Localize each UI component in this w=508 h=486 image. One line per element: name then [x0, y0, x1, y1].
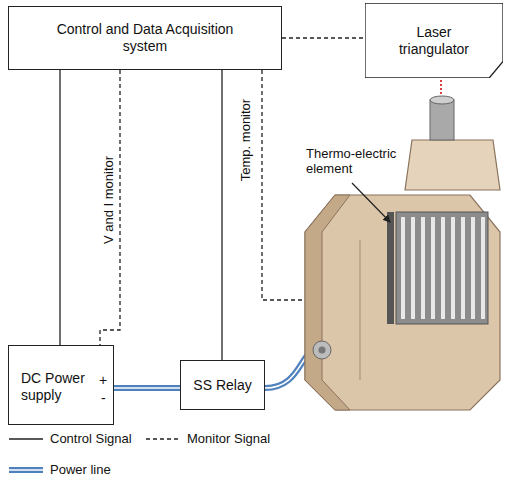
legend-sample [8, 434, 44, 444]
legend-line [9, 438, 43, 439]
legend-power-outer [9, 467, 43, 473]
device-body [305, 195, 500, 410]
part-label: Thermo-electric element [306, 146, 411, 176]
monitor-wire [282, 38, 365, 39]
control-wire [60, 70, 61, 345]
terminal-sign: - [101, 390, 106, 407]
control-box: Control and Data Acquisition system [8, 6, 282, 70]
signal-label: Temp. monitor [238, 98, 253, 182]
box-label: Laser triangulator [384, 24, 484, 58]
power-connector [313, 341, 331, 359]
thermo-electric-plate [387, 212, 394, 324]
legend-text: Power line [50, 462, 111, 477]
monitor-wire-line [100, 70, 120, 345]
mount-cylinder [430, 100, 454, 140]
control-wire-line [59, 70, 60, 345]
box-label: DC Power supply [21, 370, 93, 404]
box-outline-shape [365, 3, 503, 78]
legend-text: Control Signal [50, 431, 132, 446]
sensor-box: Laser triangulator [365, 3, 503, 78]
power-line-gap [114, 387, 180, 389]
relay-box: SS Relay [180, 360, 265, 410]
monitor-wire-line [282, 37, 365, 38]
device-top-block [405, 140, 500, 190]
device-side [305, 195, 350, 410]
temp-monitor-wire [262, 70, 305, 300]
leader-line [352, 183, 390, 222]
legend-sample [145, 434, 181, 444]
terminal-sign: + [99, 372, 107, 389]
legend-text: Monitor Signal [187, 431, 270, 446]
control-wire-line [221, 70, 222, 360]
legend-power-gap [9, 469, 43, 471]
power-line [114, 388, 180, 389]
control-wire [222, 70, 223, 360]
test-device [305, 96, 500, 410]
box-label: SS Relay [193, 377, 251, 394]
legend-sample [8, 465, 44, 475]
legend-line [146, 438, 180, 439]
legend-item: Power line [8, 462, 111, 477]
power-line-outer [114, 385, 180, 391]
monitor-wire [100, 70, 120, 345]
legend-item: Control Signal [8, 431, 132, 446]
heat-sink [396, 212, 488, 324]
power-connector-hole [319, 347, 326, 354]
heat-sink-fins [401, 217, 485, 319]
legend-item: Monitor Signal [145, 431, 270, 446]
signal-label: V and I monitor [101, 155, 116, 245]
mount-cylinder-top [430, 96, 454, 104]
box-label: Control and Data Acquisition system [45, 21, 245, 55]
power-supply-box: DC Power supply +- [8, 345, 114, 425]
device-groove [360, 240, 361, 380]
